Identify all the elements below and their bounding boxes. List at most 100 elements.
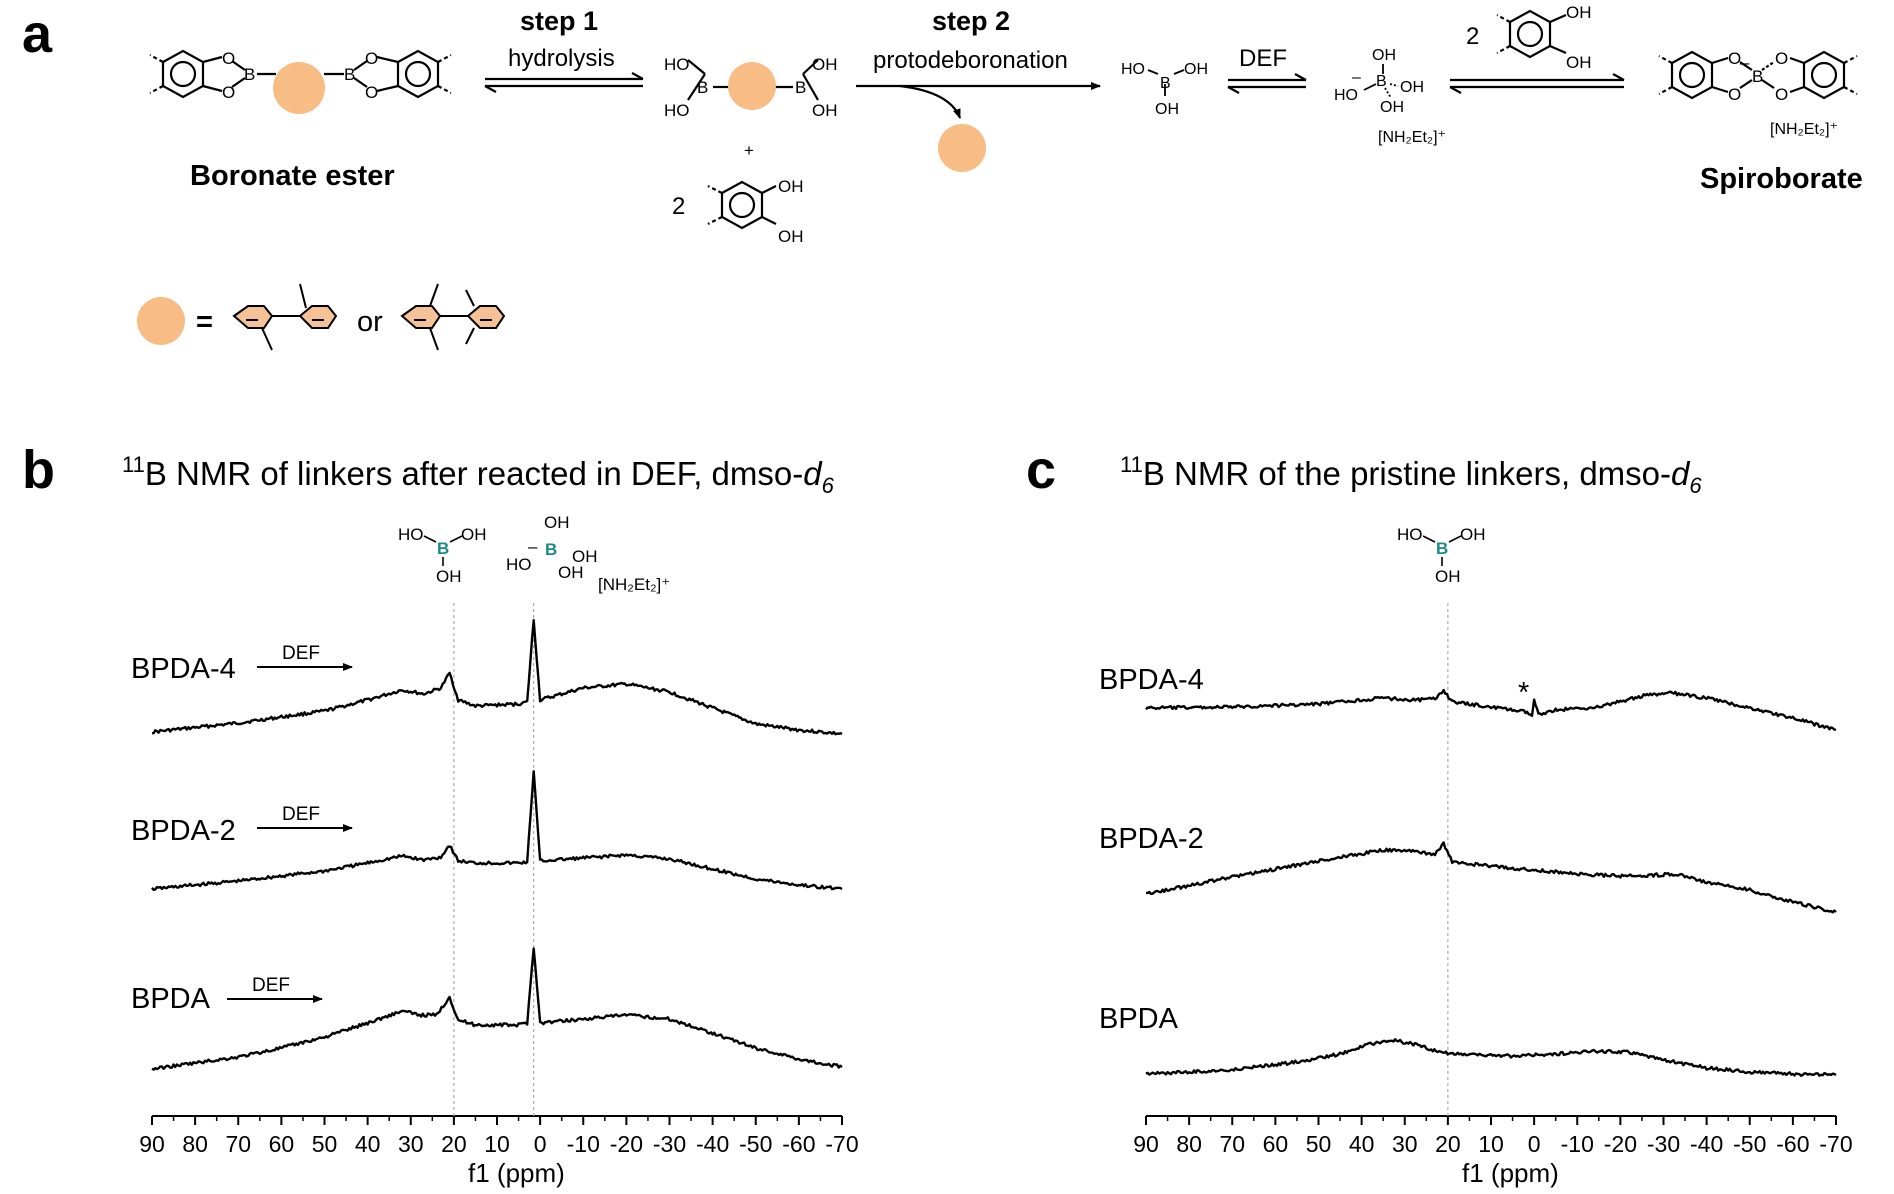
spiro-oxygen-2: O [1728, 85, 1741, 104]
chart-c-x-tick-label: 40 [1349, 1131, 1375, 1157]
panel-c: c 11B NMR of the pristine linkers, dmso-… [1026, 440, 1853, 1188]
chart-b-x-tick-label: -60 [782, 1131, 815, 1157]
spiro-boron: B [1752, 67, 1763, 86]
spiroborate-structure [1658, 50, 1858, 100]
spiro-counterion: [NH₂Et₂]⁺ [1770, 121, 1838, 138]
step1-equilibrium-arrows [484, 72, 644, 93]
chart-b-def-label-1: DEF [282, 804, 320, 825]
borate-b: B [1376, 73, 1387, 90]
chart-b-x-tick-label: 80 [182, 1131, 208, 1157]
step1-sublabel: hydrolysis [508, 45, 615, 72]
chart-b-x-tick-label: 90 [139, 1131, 165, 1157]
released-linker-circle [938, 124, 986, 172]
step1-label: step 1 [520, 6, 598, 36]
ester-oxygen-2: O [222, 83, 235, 102]
chart-c-asterisk-annotation: * [1518, 677, 1529, 709]
borate-counterion: [NH₂Et₂]⁺ [1378, 129, 1446, 146]
ref-b-oh1: OH [461, 525, 487, 544]
spiro-oxygen-1: O [1728, 49, 1741, 68]
chart-b-series-label-2: BPDA [131, 983, 211, 1015]
boric-oh-2: OH [1155, 101, 1179, 118]
chart-b-boric-acid-ref: HO B OH OH [398, 525, 487, 586]
chart-b-series-bpda-2-trace [151, 770, 843, 892]
ref-c-oh2: OH [1435, 567, 1461, 586]
panel-a: a O O B B O O Boronate es [22, 3, 1863, 351]
chart-c-x-tick-label: 0 [1528, 1131, 1541, 1157]
chart-b-series-bpda-trace [151, 947, 843, 1071]
ref-borate-oh-top: OH [544, 513, 570, 532]
acid-ho-2: HO [664, 101, 690, 120]
ref-b-oh2: OH [436, 567, 462, 586]
acid-oh-2: OH [812, 101, 838, 120]
catechol-2-oh-1: OH [1566, 3, 1592, 22]
chart-c-x-tick-label: -20 [1604, 1131, 1637, 1157]
catechol-oh-1: OH [778, 177, 804, 196]
ref-borate-oh-bottom: OH [558, 563, 584, 582]
chart-c-xlabel: f1 (ppm) [1462, 1158, 1559, 1188]
chart-b-def-label-0: DEF [282, 643, 320, 664]
borate-structure [1363, 64, 1399, 99]
chart-b-x-tick-label: 20 [441, 1131, 467, 1157]
linker-option-1 [232, 283, 338, 351]
chart-c-series-label-2: BPDA [1099, 1003, 1179, 1035]
step2-branch-arrow [899, 84, 962, 119]
chart-c-x-tick-label: 70 [1219, 1131, 1245, 1157]
ref-borate-counterion: [NH₂Et₂]⁺ [598, 575, 670, 594]
ref-b-ho: HO [398, 525, 424, 544]
chart-b-borate-ref: OH – B HO OH OH [NH₂Et₂]⁺ [506, 513, 670, 594]
chart-b-x-tick-label: -40 [696, 1131, 729, 1157]
chart-b-x-tick-label: -20 [610, 1131, 643, 1157]
ref-borate-ho: HO [506, 555, 532, 574]
chart-b-x-tick-label: -70 [825, 1131, 858, 1157]
catechol-2-coefficient: 2 [1466, 23, 1479, 50]
chart-b-x-tick-label: 0 [534, 1131, 547, 1157]
borate-oh-bottom: OH [1380, 99, 1404, 116]
chart-b-x-tick-label: 10 [484, 1131, 510, 1157]
chart-b-x-tick-label: 40 [355, 1131, 381, 1157]
chart-b-x-tick-label: -30 [653, 1131, 686, 1157]
acid-oh-1: OH [812, 55, 838, 74]
boric-oh-1: OH [1184, 61, 1208, 78]
legend-or: or [357, 306, 383, 338]
ref-borate-minus: – [528, 537, 538, 556]
ref-borate-oh-right: OH [572, 547, 598, 566]
chart-b-x-tick-label: -50 [739, 1131, 772, 1157]
linker-option-2 [400, 283, 506, 351]
catechol-2-structure [1496, 9, 1567, 59]
chart-b-x-tick-label: 30 [398, 1131, 424, 1157]
catechol-2-oh-2: OH [1566, 53, 1592, 72]
def-reagent-label: DEF [1239, 45, 1287, 72]
acid-boron-2: B [795, 78, 806, 97]
ester-boron-1: B [244, 65, 255, 84]
chart-c-x-tick-label: -70 [1819, 1131, 1852, 1157]
linker-core-circle [273, 62, 325, 114]
ref-c-oh1: OH [1460, 525, 1486, 544]
borate-ho: HO [1334, 87, 1358, 104]
boronate-ester-structure [149, 49, 452, 99]
legend-equals: = [196, 306, 213, 338]
chart-b-title: 11B NMR of linkers after reacted in DEF,… [122, 452, 835, 498]
spiro-oxygen-4: O [1775, 85, 1788, 104]
legend-linker-circle [137, 297, 185, 345]
step2-label: step 2 [932, 6, 1010, 36]
panel-letter-b: b [22, 440, 55, 500]
ester-oxygen-4: O [365, 83, 378, 102]
chart-b-x-tick-label: 50 [312, 1131, 338, 1157]
ref-b-boron: B [437, 539, 449, 558]
catechol-oh-2: OH [778, 227, 804, 246]
chart-c-x-tick-label: 80 [1176, 1131, 1202, 1157]
spiro-oxygen-3: O [1775, 49, 1788, 68]
chart-c-x-tick-label: 90 [1133, 1131, 1159, 1157]
boric-acid-structure [1147, 69, 1185, 96]
ester-oxygen-1: O [222, 49, 235, 68]
borate-oh-right: OH [1400, 79, 1424, 96]
chart-c-x-tick-label: -40 [1690, 1131, 1723, 1157]
chart-b-x-tick-label: -10 [567, 1131, 600, 1157]
chart-c-x-tick-label: 60 [1263, 1131, 1289, 1157]
acid-ho-1: HO [664, 55, 690, 74]
spiroborate-label: Spiroborate [1700, 163, 1863, 195]
chart-c-x-tick-label: -10 [1561, 1131, 1594, 1157]
final-equilibrium-arrows [1449, 73, 1625, 94]
